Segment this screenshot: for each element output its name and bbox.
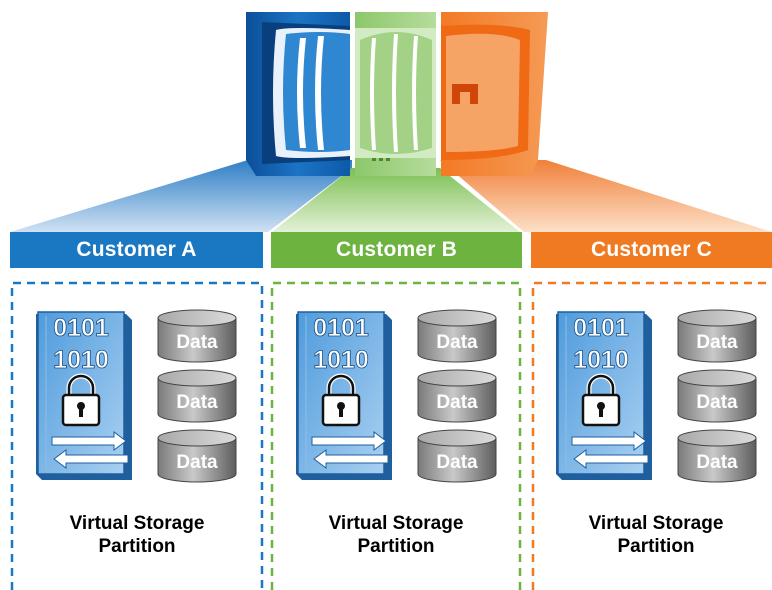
customer-b-header-bar bbox=[271, 232, 522, 268]
projection-fan-c bbox=[440, 160, 772, 232]
database-disk-icon: Data bbox=[157, 309, 237, 363]
partition-c-caption-line1: Virtual Storage bbox=[588, 513, 724, 534]
binary-line-1: 0101 bbox=[53, 314, 109, 342]
database-disk-icon: Data bbox=[417, 369, 497, 423]
disk-label: Data bbox=[696, 392, 738, 413]
partition-border-c bbox=[531, 281, 772, 590]
database-disk-icon: Data bbox=[157, 429, 237, 483]
database-disk-icon: Data bbox=[677, 309, 757, 363]
lock-icon bbox=[61, 373, 101, 427]
lock-icon bbox=[321, 373, 361, 427]
disk-label: Data bbox=[436, 392, 478, 413]
partition-b-caption: Virtual Storage Partition bbox=[281, 512, 511, 558]
customer-c-label: Customer C bbox=[590, 238, 713, 261]
customer-b-label: Customer B bbox=[335, 238, 458, 261]
database-disk-icon: Data bbox=[417, 309, 497, 363]
customer-a-header-bar bbox=[10, 232, 263, 268]
binary-line-2: 1010 bbox=[53, 346, 109, 374]
server-lock-icon: 0101 1010 bbox=[296, 311, 392, 480]
disk-label: Data bbox=[176, 452, 218, 473]
database-disk-icon: Data bbox=[677, 369, 757, 423]
database-disk-icon: Data bbox=[157, 369, 237, 423]
transfer-arrows-icon bbox=[51, 431, 129, 469]
server-lock-icon: 0101 1010 bbox=[36, 311, 132, 480]
transfer-arrows-icon bbox=[311, 431, 389, 469]
customer-a-label: Customer A bbox=[76, 238, 197, 261]
projection-fan-a bbox=[10, 160, 352, 232]
disk-label: Data bbox=[696, 332, 738, 353]
partition-b-caption-line2: Partition bbox=[357, 536, 435, 557]
partition-b-caption-line1: Virtual Storage bbox=[328, 513, 464, 534]
binary-line-1: 0101 bbox=[313, 314, 369, 342]
lock-icon bbox=[581, 373, 621, 427]
partition-a-caption-line1: Virtual Storage bbox=[69, 513, 205, 534]
server-lock-icon: 0101 1010 bbox=[556, 311, 652, 480]
partition-c-caption: Virtual Storage Partition bbox=[541, 512, 771, 558]
disk-label: Data bbox=[696, 452, 738, 473]
disk-label: Data bbox=[436, 452, 478, 473]
disk-label: Data bbox=[176, 332, 218, 353]
partition-c-caption-line2: Partition bbox=[617, 536, 695, 557]
partition-a-caption-line2: Partition bbox=[98, 536, 176, 557]
partition-a-caption: Virtual Storage Partition bbox=[22, 512, 252, 558]
transfer-arrows-icon bbox=[571, 431, 649, 469]
disk-label: Data bbox=[176, 392, 218, 413]
storage-array-icon bbox=[246, 12, 548, 176]
database-disk-icon: Data bbox=[417, 429, 497, 483]
binary-line-2: 1010 bbox=[313, 346, 369, 374]
database-disk-icon: Data bbox=[677, 429, 757, 483]
disk-label: Data bbox=[436, 332, 478, 353]
binary-line-2: 1010 bbox=[573, 346, 629, 374]
binary-line-1: 0101 bbox=[573, 314, 629, 342]
customer-c-header-bar bbox=[531, 232, 772, 268]
projection-fan-b bbox=[272, 168, 520, 232]
